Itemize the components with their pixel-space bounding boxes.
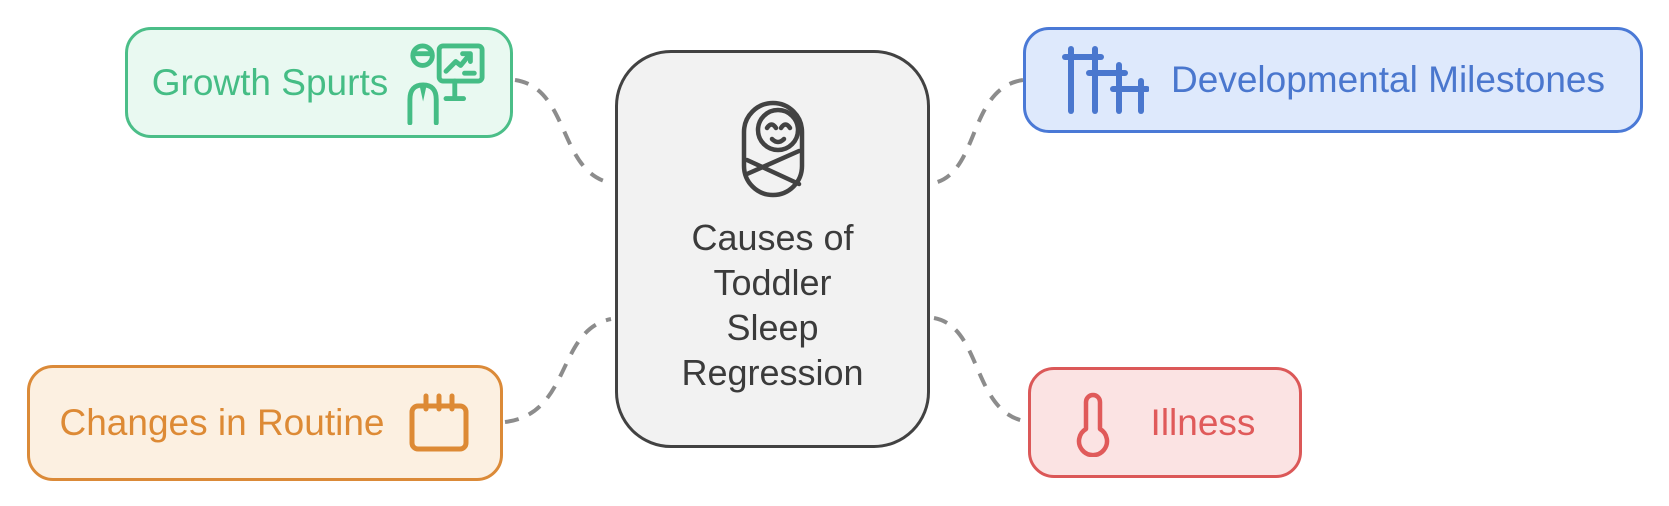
center-node-label-line: Sleep (726, 307, 819, 348)
node-growth-spurts: Growth Spurts (125, 27, 513, 138)
connector-growth-spurts (514, 78, 612, 185)
node-changes-in-routine-label: Changes in Routine (59, 402, 385, 443)
center-node-label-line: Regression (681, 352, 864, 393)
node-illness-label: Illness (1150, 401, 1256, 443)
milestones-hurdles-icon (1062, 46, 1150, 114)
center-node-causes: Causes of Toddler Sleep Regression (615, 50, 930, 448)
node-developmental-milestones-label: Developmental Milestones (1171, 59, 1605, 100)
node-illness: Illness (1028, 367, 1302, 478)
presentation-growth-chart-icon (407, 42, 485, 125)
center-node-label: Causes of Toddler Sleep Regression (681, 215, 863, 395)
node-developmental-milestones: Developmental Milestones (1023, 27, 1643, 133)
connector-changes-in-routine (504, 317, 612, 424)
center-node-label-line: Toddler (713, 262, 832, 303)
thermometer-icon (1076, 392, 1109, 457)
node-growth-spurts-label: Growth Spurts (151, 61, 389, 103)
swaddled-baby-icon (741, 100, 804, 198)
node-changes-in-routine: Changes in Routine (27, 365, 503, 481)
connector-illness (933, 316, 1025, 423)
calendar-icon (409, 393, 468, 452)
connector-developmental-milestones (933, 78, 1024, 185)
center-node-label-line: Causes of (691, 217, 854, 258)
